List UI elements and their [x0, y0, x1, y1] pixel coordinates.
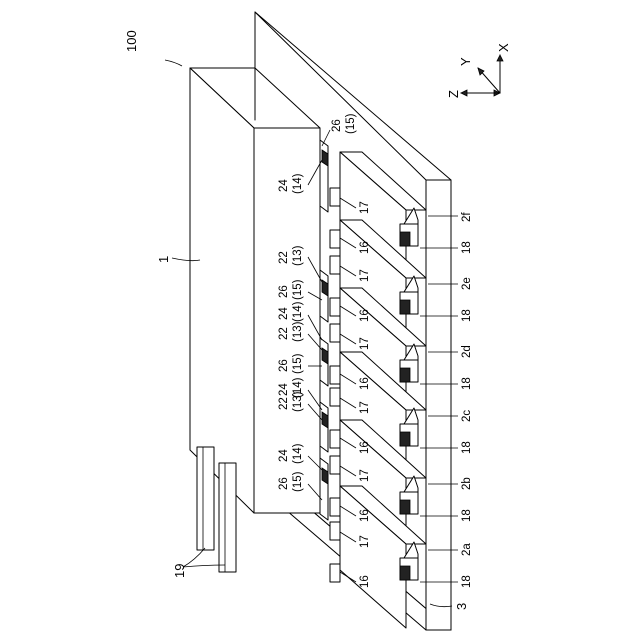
label-cell-2f: 2f — [461, 212, 473, 222]
label-22-13-b-top: 22 — [278, 327, 290, 340]
label-22-13-c-top: 22 — [278, 397, 290, 410]
small-block-16 — [330, 498, 340, 516]
terminal-shadow — [400, 500, 410, 514]
small-block-17 — [330, 522, 340, 540]
label-17-2b: 17 — [359, 469, 371, 482]
label-22-13-a-top: 22 — [278, 251, 290, 264]
label-terminal-2c: 18 — [461, 441, 473, 454]
label-26-15-c-top: 26 — [278, 359, 290, 372]
small-block-17 — [330, 456, 340, 474]
bus-bar-5 — [320, 458, 328, 520]
label-cell-2d: 2d — [461, 345, 473, 358]
terminal-shadow — [400, 300, 410, 314]
label-26-15-b-top: 26 — [278, 285, 290, 298]
label-24-14-b-bottom: (14) — [292, 301, 304, 322]
label-17-2d: 17 — [359, 337, 371, 350]
label-device: 100 — [124, 30, 139, 52]
label-24-14-c-top: 24 — [278, 383, 290, 396]
small-block-16 — [330, 230, 340, 248]
label-16-2a: 16 — [359, 575, 371, 588]
label-terminal-2f: 18 — [461, 241, 473, 254]
terminal-shadow — [400, 432, 410, 446]
small-block-17 — [330, 188, 340, 206]
label-base: 3 — [454, 603, 469, 610]
axis-z-label: Z — [446, 90, 461, 98]
terminal-shadow — [400, 566, 410, 580]
label-17-2a: 17 — [359, 535, 371, 548]
label-cell-2e: 2e — [461, 277, 473, 290]
axis-y-label: Y — [458, 57, 473, 66]
small-block-16 — [330, 430, 340, 448]
label-cell-2c: 2c — [461, 410, 473, 422]
terminal-shadow — [400, 368, 410, 382]
label-17-2c: 17 — [359, 401, 371, 414]
label-26-15-d-bottom: (15) — [292, 471, 304, 492]
small-block-17 — [330, 388, 340, 406]
label-16-2d: 16 — [359, 377, 371, 390]
label-24-14-d-top: 24 — [278, 449, 290, 462]
label-terminal-2e: 18 — [461, 309, 473, 322]
label-16-2c: 16 — [359, 441, 371, 454]
label-16-2e: 16 — [359, 309, 371, 322]
label-26-15-top-top: 26 — [331, 119, 343, 132]
label-terminal-2d: 18 — [461, 377, 473, 390]
label-24-14-a-bottom: (14) — [292, 173, 304, 194]
bus-bar-2 — [320, 270, 328, 322]
label-terminal-2a: 18 — [461, 575, 473, 588]
terminal-shadow — [400, 232, 410, 246]
axis-x-label: X — [496, 43, 511, 52]
small-block-17 — [330, 324, 340, 342]
label-24-14-a-top: 24 — [278, 179, 290, 192]
label-leads: 19 — [172, 564, 187, 578]
label-cell-2a: 2a — [461, 543, 473, 556]
label-26-15-top-bottom: (15) — [345, 113, 357, 134]
small-block-17 — [330, 256, 340, 274]
label-17-2e: 17 — [359, 269, 371, 282]
label-22-13-a-bottom: (13) — [292, 245, 304, 266]
small-block-16 — [330, 298, 340, 316]
label-24-14-d-bottom: (14) — [292, 443, 304, 464]
label-17-2f: 17 — [359, 201, 371, 214]
label-26-15-c-bottom: (15) — [292, 353, 304, 374]
label-22-13-b-bottom: (13) — [292, 321, 304, 342]
label-22-13-c-bottom: (13) — [292, 391, 304, 412]
label-terminal-2b: 18 — [461, 509, 473, 522]
label-16-2f: 16 — [359, 241, 371, 254]
label-cell-2b: 2b — [461, 477, 473, 490]
label-body: 1 — [156, 256, 171, 263]
small-block-16 — [330, 366, 340, 384]
small-block-16 — [330, 564, 340, 582]
label-24-14-b-top: 24 — [278, 307, 290, 320]
label-26-15-b-bottom: (15) — [292, 279, 304, 300]
label-16-2b: 16 — [359, 509, 371, 522]
bus-bar-1 — [320, 140, 328, 212]
label-26-15-d-top: 26 — [278, 477, 290, 490]
